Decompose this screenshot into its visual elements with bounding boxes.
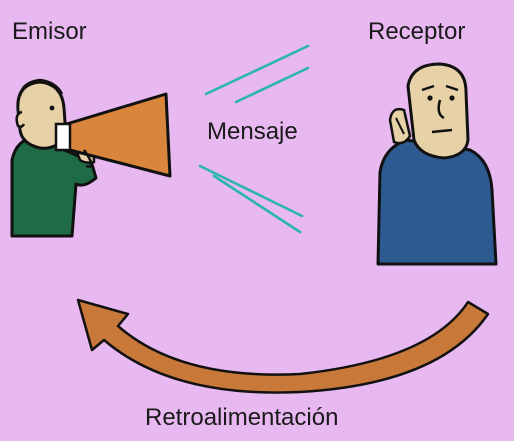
feedback-label: Retroalimentación <box>145 404 339 431</box>
receiver-label: Receptor <box>368 18 466 45</box>
message-signal-lines <box>198 44 310 234</box>
receiver-shirt <box>376 138 498 266</box>
sender-figure <box>10 78 98 238</box>
message-label: Mensaje <box>207 118 298 145</box>
feedback-arrow <box>76 298 490 394</box>
sender-label: Emisor <box>12 18 87 45</box>
megaphone <box>54 92 172 178</box>
receiver-figure <box>376 62 498 266</box>
